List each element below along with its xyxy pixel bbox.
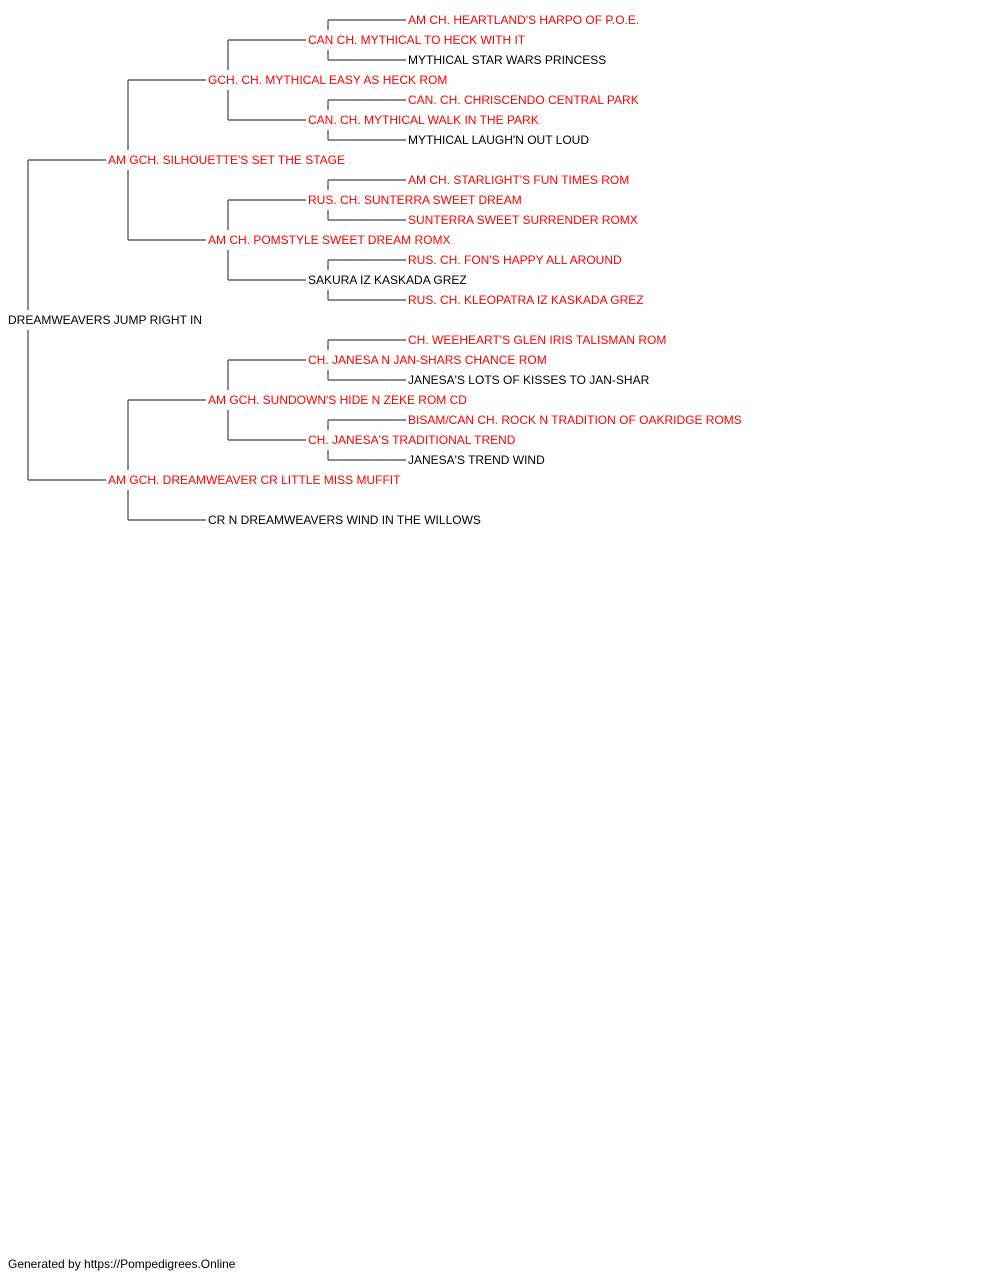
pedigree-name-gen4[interactable]: CAN. CH. CHRISCENDO CENTRAL PARK (408, 93, 639, 107)
pedigree-name-gen1[interactable]: AM GCH. SILHOUETTE'S SET THE STAGE (108, 153, 345, 167)
pedigree-name-gen0[interactable]: DREAMWEAVERS JUMP RIGHT IN (8, 313, 202, 327)
pedigree-name-gen4[interactable]: BISAM/CAN CH. ROCK N TRADITION OF OAKRID… (408, 413, 742, 427)
pedigree-name-gen3[interactable]: CH. JANESA N JAN-SHARS CHANCE ROM (308, 353, 547, 367)
pedigree-name-gen4[interactable]: MYTHICAL LAUGH'N OUT LOUD (408, 133, 589, 147)
pedigree-name-gen1[interactable]: AM GCH. DREAMWEAVER CR LITTLE MISS MUFFI… (108, 473, 401, 487)
pedigree-name-gen4[interactable]: MYTHICAL STAR WARS PRINCESS (408, 53, 606, 67)
pedigree-name-gen3[interactable]: CH. JANESA'S TRADITIONAL TREND (308, 433, 516, 447)
pedigree-name-gen4[interactable]: JANESA'S LOTS OF KISSES TO JAN-SHAR (408, 373, 650, 387)
pedigree-name-gen3[interactable]: SAKURA IZ KASKADA GREZ (308, 273, 467, 287)
pedigree-name-gen4[interactable]: CH. WEEHEART'S GLEN IRIS TALISMAN ROM (408, 333, 666, 347)
pedigree-name-gen3[interactable]: RUS. CH. SUNTERRA SWEET DREAM (308, 193, 522, 207)
pedigree-name-gen3[interactable]: CAN. CH. MYTHICAL WALK IN THE PARK (308, 113, 539, 127)
pedigree-name-gen2[interactable]: AM GCH. SUNDOWN'S HIDE N ZEKE ROM CD (208, 393, 467, 407)
footer-credit: Generated by https://Pompedigrees.Online (8, 1257, 236, 1271)
pedigree-name-gen3[interactable]: CAN CH. MYTHICAL TO HECK WITH IT (308, 33, 526, 47)
pedigree-name-gen2[interactable]: GCH. CH. MYTHICAL EASY AS HECK ROM (208, 73, 447, 87)
pedigree-name-gen4[interactable]: AM CH. STARLIGHT'S FUN TIMES ROM (408, 173, 629, 187)
pedigree-name-gen4[interactable]: JANESA'S TREND WIND (408, 453, 545, 467)
pedigree-name-gen4[interactable]: RUS. CH. KLEOPATRA IZ KASKADA GREZ (408, 293, 644, 307)
pedigree-name-gen4[interactable]: AM CH. HEARTLAND'S HARPO OF P.O.E. (408, 13, 639, 27)
pedigree-name-gen4[interactable]: RUS. CH. FON'S HAPPY ALL AROUND (408, 253, 622, 267)
pedigree-name-gen2[interactable]: CR N DREAMWEAVERS WIND IN THE WILLOWS (208, 513, 481, 527)
pedigree-name-gen2[interactable]: AM CH. POMSTYLE SWEET DREAM ROMX (208, 233, 450, 247)
pedigree-name-gen4[interactable]: SUNTERRA SWEET SURRENDER ROMX (408, 213, 638, 227)
